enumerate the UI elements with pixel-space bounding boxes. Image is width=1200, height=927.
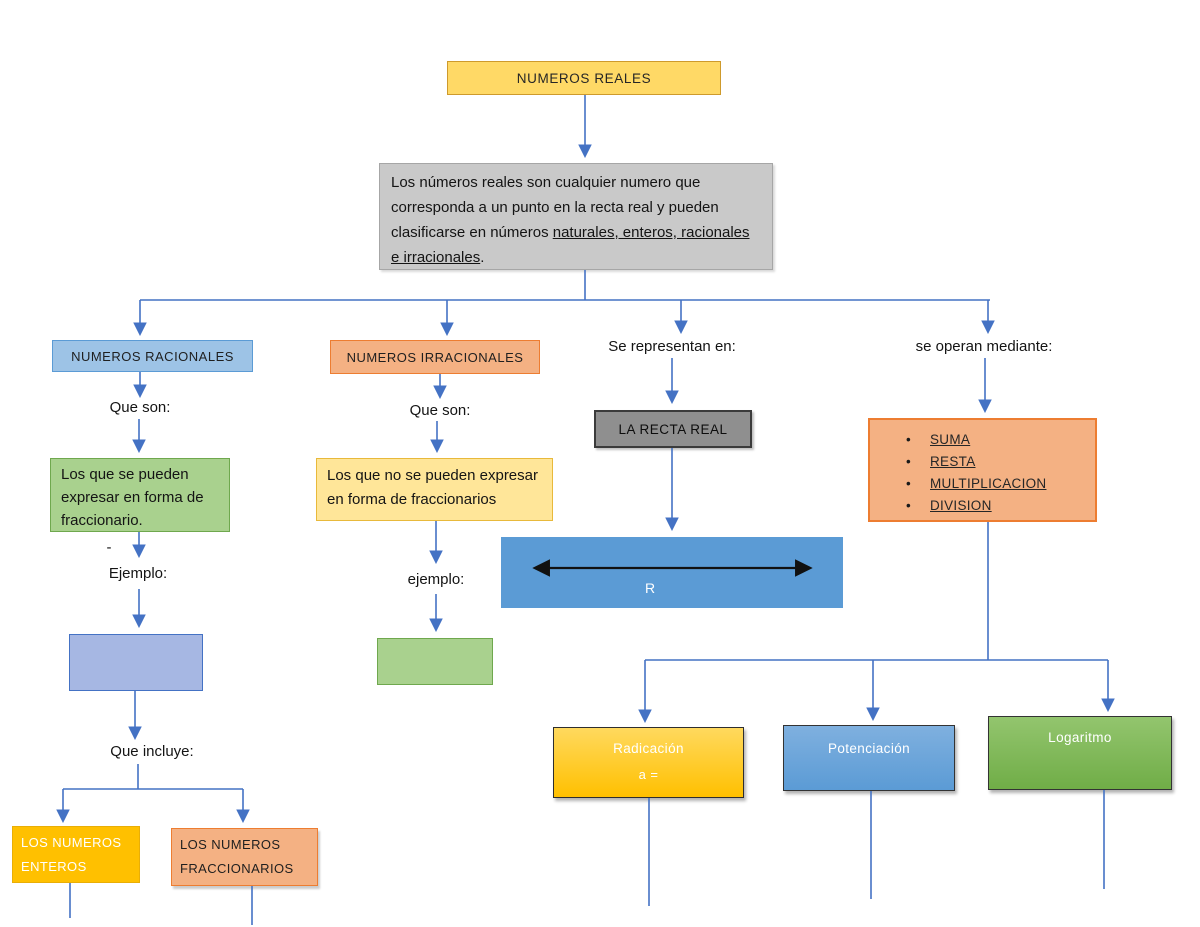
operations-list: •SUMA •RESTA •MULTIPLICACION •DIVISION <box>906 432 1095 513</box>
operations-box: •SUMA •RESTA •MULTIPLICACION •DIVISION <box>868 418 1097 522</box>
enteros-label: LOS NUMEROS ENTEROS <box>21 835 122 874</box>
operation-item: •SUMA <box>906 432 971 447</box>
bullet-icon: • <box>906 476 912 491</box>
fraccionarios-box: LOS NUMEROS FRACCIONARIOS <box>171 828 318 886</box>
potenciacion-title: Potenciación <box>827 741 911 756</box>
operation-item: •MULTIPLICACION <box>906 476 1047 491</box>
logaritmo-box: Logaritmo <box>988 716 1172 790</box>
ejemplo-label-irrationals: ejemplo: <box>407 571 465 588</box>
enteros-box: LOS NUMEROS ENTEROS <box>12 826 140 883</box>
numeros-racionales-box: NUMEROS RACIONALES <box>52 340 253 372</box>
rationals-definition-box: Los que se pueden expresar en forma de f… <box>50 458 230 532</box>
numeros-irracionales-title: NUMEROS IRRACIONALES <box>346 349 524 365</box>
irrationals-definition-text: Los que no se pueden expresar en forma d… <box>327 467 538 508</box>
que-son-label-rationals: Que son: <box>109 399 171 416</box>
bullet-icon: • <box>906 498 912 513</box>
dash-label: - <box>106 539 112 556</box>
root-title: NUMEROS REALES <box>516 70 652 86</box>
que-incluye-label: Que incluye: <box>110 743 194 760</box>
definition-underlined-text: naturales, enteros, racionales e irracio… <box>391 224 750 266</box>
bullet-icon: • <box>906 432 912 447</box>
radicacion-title: Radicación <box>613 741 684 756</box>
recta-real-box: LA RECTA REAL <box>594 410 752 448</box>
operation-item: •DIVISION <box>906 498 992 513</box>
radicacion-box: Radicación a = <box>553 727 744 798</box>
definition-box: Los números reales son cualquier numero … <box>379 163 773 270</box>
example-box-rationals <box>69 634 203 691</box>
numeros-irracionales-box: NUMEROS IRRACIONALES <box>330 340 540 374</box>
potenciacion-box: Potenciación <box>783 725 955 791</box>
real-line-box: R <box>501 537 843 608</box>
example-box-irrationals <box>377 638 493 685</box>
se-operan-label: se operan mediante: <box>915 338 1053 355</box>
numeros-racionales-title: NUMEROS RACIONALES <box>71 348 234 364</box>
irrationals-definition-box: Los que no se pueden expresar en forma d… <box>316 458 553 521</box>
r-label: R <box>644 580 656 596</box>
rationals-definition-text: Los que se pueden expresar en forma de f… <box>61 466 204 529</box>
que-son-label-irrationals: Que son: <box>409 402 471 419</box>
root-title-box: NUMEROS REALES <box>447 61 721 95</box>
definition-period: . <box>480 249 485 266</box>
recta-real-title: LA RECTA REAL <box>618 421 728 437</box>
se-representan-label: Se representan en: <box>608 338 736 355</box>
operation-item: •RESTA <box>906 454 976 469</box>
definition-text: Los números reales son cualquier numero … <box>391 174 719 241</box>
radicacion-formula: a = <box>638 767 659 782</box>
logaritmo-title: Logaritmo <box>1048 730 1112 745</box>
bullet-icon: • <box>906 454 912 469</box>
fraccionarios-label: LOS NUMEROS FRACCIONARIOS <box>180 837 294 876</box>
ejemplo-label-rationals: Ejemplo: <box>108 565 168 582</box>
